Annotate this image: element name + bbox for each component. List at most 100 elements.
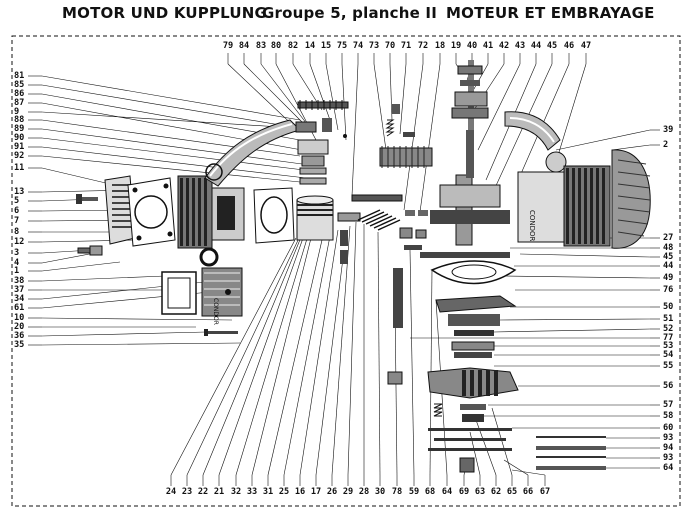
piston-left [296,195,334,241]
callout-right-10: 52 [663,324,674,334]
carburetor-parts [295,118,347,185]
callout-bottom-13: 30 [374,487,386,497]
callout-left-26: 36 [14,331,25,341]
callout-left-12: 5 [14,196,20,206]
callout-left-27: 35 [14,340,25,350]
callout-right-6: 76 [663,285,674,295]
title-french: MOTEUR ET EMBRAYAGE [446,4,655,22]
callout-left-16: 12 [14,237,25,247]
callout-left-15: 8 [14,227,20,237]
bushing [459,457,475,473]
callout-left-21: 37 [14,285,25,295]
connecting-rod-spring [351,194,403,231]
callout-bottom-21: 65 [506,487,518,497]
callout-top-5: 14 [304,41,316,51]
callout-left-1: 85 [14,80,25,90]
callout-top-10: 70 [384,41,396,51]
callout-right-20: 94 [663,443,674,453]
callout-left-20: 38 [14,276,25,286]
clutch-plates [428,428,512,451]
exhaust-pipe-right [504,111,567,173]
title-german: MOTOR UND KUPPLUNG [62,4,268,22]
callout-left-23: 61 [14,303,25,313]
callout-left-6: 89 [14,124,25,134]
ring-washer [199,247,219,267]
callout-bottom-0: 24 [165,487,177,497]
callout-bottom-14: 78 [391,487,403,497]
callout-top-9: 73 [368,41,380,51]
right-cylinder: CONDOR [517,149,651,249]
callout-top-7: 75 [336,41,348,51]
callout-right-3: 48 [663,243,674,253]
callout-right-5: 44 [663,261,674,271]
callout-top-11: 71 [400,41,412,51]
callout-left-18: 4 [14,258,20,268]
callout-right-21: 93 [663,453,674,463]
gasket-strip [420,252,510,258]
callout-right-1: 2 [663,140,669,150]
callout-bottom-10: 26 [326,487,338,497]
callout-top-16: 41 [482,41,494,51]
callout-top-12: 72 [417,41,429,51]
callout-right-17: 58 [663,411,674,421]
callout-top-21: 46 [563,41,575,51]
clutch-housing [427,367,519,399]
callout-top-3: 80 [270,41,282,51]
diagram-border [11,35,681,507]
kickstart-shaft [387,268,443,417]
callout-right-4: 45 [663,252,674,262]
callout-left-17: 3 [14,248,20,258]
gear-top-right [451,65,489,119]
callout-top-15: 40 [466,41,478,51]
callout-left-8: 91 [14,142,25,152]
callout-top-13: 18 [434,41,446,51]
callout-right-19: 93 [663,433,674,443]
clutch-drum [435,295,517,358]
flange-gasket [161,271,197,315]
callout-bottom-6: 31 [262,487,274,497]
long-bolt [204,329,238,336]
callout-left-0: 81 [14,71,25,81]
callout-bottom-8: 16 [294,487,306,497]
callout-bottom-11: 29 [342,487,354,497]
gear-train-mid [379,146,433,168]
gear-upper-small [297,100,349,110]
callout-top-18: 43 [514,41,526,51]
callout-right-13: 54 [663,350,674,360]
callout-left-24: 10 [14,313,25,323]
callout-left-3: 87 [14,98,25,108]
callout-right-15: 56 [663,381,674,391]
callout-left-25: 20 [14,322,25,332]
callout-top-20: 45 [546,41,558,51]
leader-lines [28,53,660,486]
callout-top-0: 79 [222,41,234,51]
callout-bottom-5: 33 [246,487,258,497]
callout-right-16: 57 [663,400,674,410]
callout-bottom-16: 68 [424,487,436,497]
callout-left-7: 90 [14,133,25,143]
callout-right-7: 49 [663,273,674,283]
valve-stack [340,210,428,264]
callout-left-10: 11 [14,163,25,173]
condor-logo-cylinder: CONDOR [528,210,536,242]
head-gasket [127,177,176,247]
callout-top-17: 42 [498,41,510,51]
callout-left-22: 34 [14,294,25,304]
callout-bottom-19: 63 [474,487,486,497]
callout-right-9: 51 [663,314,674,324]
callout-left-2: 86 [14,89,25,99]
spark-plug-left [77,245,103,256]
callout-top-1: 84 [238,41,250,51]
callout-left-4: 9 [14,107,20,117]
callout-right-8: 50 [663,302,674,312]
callout-left-14: 7 [14,216,20,226]
callout-bottom-1: 23 [181,487,193,497]
left-cylinder-fins [177,175,245,249]
callout-top-8: 74 [352,41,364,51]
spring-top [385,104,415,137]
clutch-springs [460,404,486,422]
callout-bottom-9: 17 [310,487,322,497]
callout-left-11: 13 [14,187,25,197]
callout-top-22: 47 [580,41,592,51]
callout-right-12: 53 [663,341,674,351]
